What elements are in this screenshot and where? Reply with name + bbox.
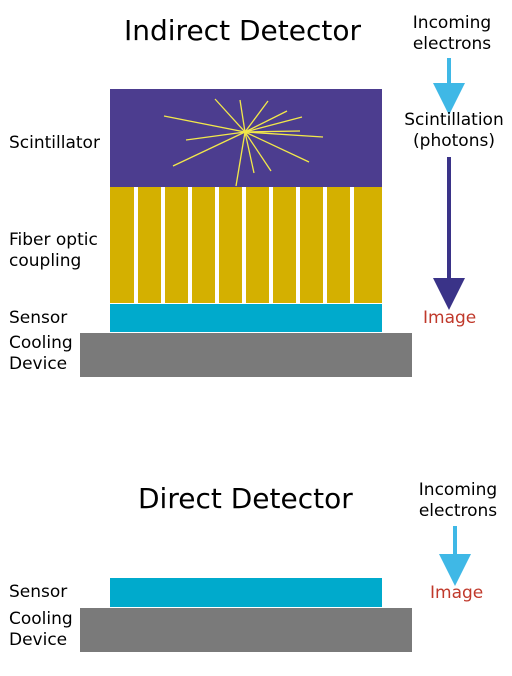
cooling-label-direct: Cooling Device xyxy=(9,609,73,650)
fiber-optic-label: Fiber optic coupling xyxy=(9,230,98,271)
sensor-label-indirect: Sensor xyxy=(9,308,68,328)
spark-burst xyxy=(163,98,324,187)
scintillator-label: Scintillator xyxy=(9,133,100,153)
indirect-title: Indirect Detector xyxy=(124,14,361,47)
sensor-label-direct: Sensor xyxy=(9,582,68,602)
image-label-indirect: Image xyxy=(423,308,477,328)
sensor-layer-direct xyxy=(110,578,382,607)
cooling-device-indirect xyxy=(80,333,412,377)
cooling-label-indirect: Cooling Device xyxy=(9,333,73,374)
sensor-layer-indirect xyxy=(110,304,382,332)
image-label-direct: Image xyxy=(430,583,484,603)
scintillation-label: Scintillation (photons) xyxy=(404,110,504,151)
cooling-device-direct xyxy=(80,608,412,652)
incoming-label-direct: Incoming electrons xyxy=(418,480,498,521)
incoming-label-indirect: Incoming electrons xyxy=(412,13,492,54)
fiber-gaps xyxy=(134,187,354,303)
direct-title: Direct Detector xyxy=(138,482,353,515)
